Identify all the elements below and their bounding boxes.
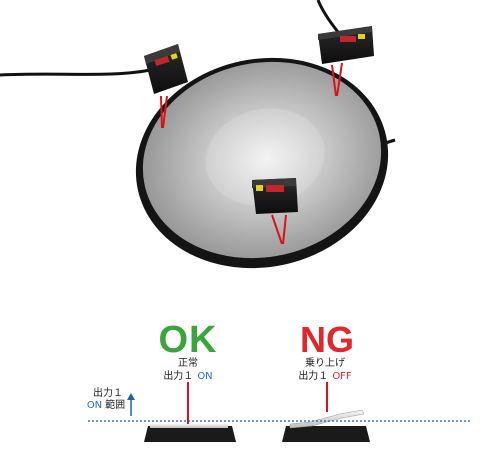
ok-state-label: 正常: [178, 356, 198, 369]
ng-output-state: OFF: [332, 371, 352, 382]
ok-output-state: ON: [197, 371, 212, 382]
ok-workpiece: [144, 424, 236, 442]
sensor-cable-left: [0, 68, 151, 77]
ok-title: OK: [159, 319, 218, 361]
ok-output-label: 出力１ ON: [163, 369, 212, 382]
up-arrow-icon: [127, 393, 135, 416]
laser-sensor-center: [252, 178, 298, 245]
ok-output-prefix: 出力１: [163, 369, 193, 382]
axis-on-label: ON: [87, 400, 102, 411]
ng-output-prefix: 出力１: [298, 369, 328, 382]
sensor-cable-top-right: [316, 0, 340, 33]
axis-label-line1: 出力１: [93, 386, 123, 399]
laser-sensor-right: [318, 26, 374, 97]
ng-title: NG: [300, 319, 354, 360]
laser-sensor-left: [144, 44, 188, 129]
axis-range-label: 範囲: [105, 398, 125, 411]
ng-state-label: 乗り上げ: [305, 357, 345, 369]
wafer-disc: [135, 57, 389, 269]
ng-workpiece: [282, 409, 370, 442]
ng-output-label: 出力１ OFF: [298, 369, 352, 382]
